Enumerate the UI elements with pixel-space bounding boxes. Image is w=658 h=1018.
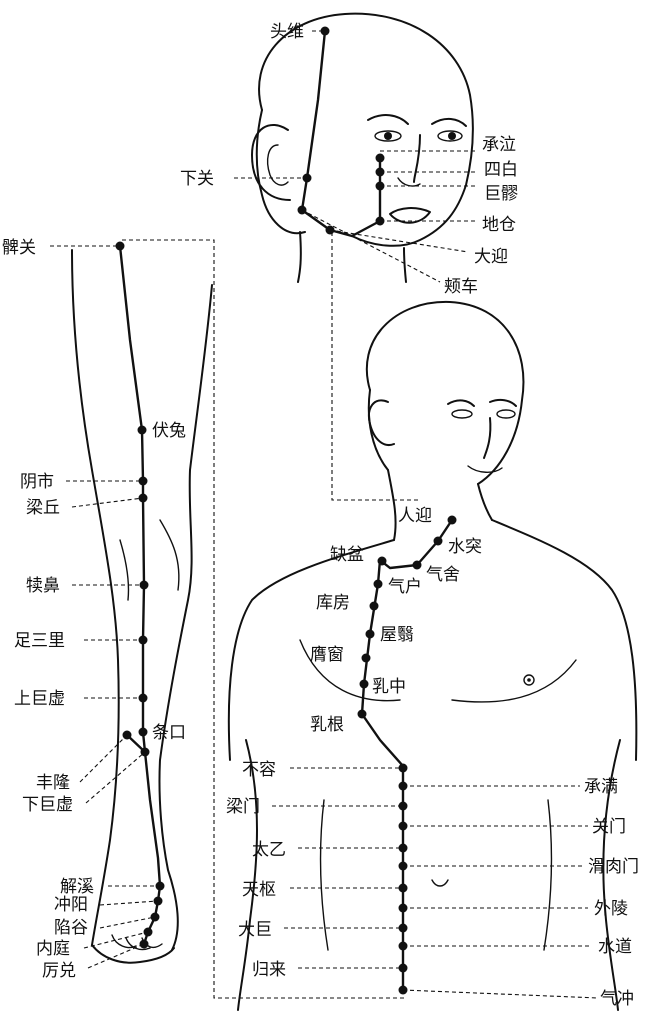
point-liangmen [398, 801, 408, 811]
label-guilai: 归来 [252, 960, 286, 980]
point-kufang [369, 601, 379, 611]
label-huaroumen: 滑肉门 [588, 857, 639, 877]
label-dicang: 地仓 [482, 215, 516, 235]
leg-outline [71, 249, 213, 964]
point-yinshi [138, 476, 148, 486]
label-xiajuxu: 下巨虚 [22, 795, 73, 815]
label-juliao: 巨髎 [484, 184, 518, 204]
torso-outline [227, 300, 638, 1011]
label-liangqiu: 梁丘 [26, 498, 60, 518]
point-lidui [139, 939, 149, 949]
point-shuitu [433, 536, 443, 546]
label-chengqi: 承泣 [482, 135, 516, 155]
point-ruzhong [359, 679, 369, 689]
point-touwei [320, 26, 330, 36]
label-guanmen: 关门 [592, 817, 626, 837]
label-neiting: 内庭 [36, 939, 70, 959]
point-guilai [398, 963, 408, 973]
label-shuidao: 水道 [598, 937, 632, 957]
point-daju [398, 923, 408, 933]
label-tiaokou: 条口 [152, 723, 186, 743]
label-shangjuxu: 上巨虚 [14, 689, 65, 709]
point-futu [137, 425, 147, 435]
point-tiaokou [138, 727, 148, 737]
label-jiexi: 解溪 [60, 877, 94, 897]
label-qihu: 气户 [388, 577, 422, 597]
label-touwei: 头维 [270, 22, 304, 42]
point-biguan [115, 241, 125, 251]
label-burong: 不容 [242, 760, 276, 780]
label-fenglong: 丰隆 [36, 773, 70, 793]
label-dubi: 犊鼻 [26, 576, 60, 596]
label-liangmen: 梁门 [226, 797, 260, 817]
point-wuyi [365, 629, 375, 639]
label-wuyi: 屋翳 [380, 625, 414, 645]
label-chengman: 承满 [584, 777, 618, 797]
label-futu: 伏兔 [152, 421, 186, 441]
point-qishe [412, 560, 422, 570]
label-zusanli: 足三里 [14, 631, 65, 651]
label-lidui: 厉兑 [42, 961, 76, 981]
label-yingchuang: 膺窗 [310, 645, 344, 665]
label-daying: 大迎 [474, 247, 508, 267]
label-kufang: 库房 [316, 593, 350, 613]
point-labels: 头维 下关 承泣 四白 巨髎 地仓 大迎 颊车 髀关 伏兔 阴市 梁丘 犊鼻 足… [2, 22, 639, 1009]
label-wailing: 外陵 [594, 899, 628, 919]
label-daju: 大巨 [238, 920, 272, 940]
point-yingchuang [361, 653, 371, 663]
label-rugen: 乳根 [310, 715, 344, 735]
point-qihu [373, 579, 383, 589]
point-quepen [377, 556, 387, 566]
label-qishe: 气舍 [426, 565, 460, 585]
head-outline [251, 12, 474, 283]
acupoints [115, 26, 457, 995]
label-shuitu: 水突 [448, 537, 482, 557]
label-yinshi: 阴市 [20, 472, 54, 492]
connector-lines [122, 232, 418, 999]
point-taiyi [398, 843, 408, 853]
label-qichong: 气冲 [600, 989, 634, 1009]
label-sibai: 四白 [484, 160, 518, 180]
label-biguan: 髀关 [2, 238, 36, 258]
label-xiaguan: 下关 [180, 169, 214, 189]
label-jiache: 颊车 [444, 277, 478, 297]
point-rugen [357, 709, 367, 719]
label-xiangu: 陷谷 [54, 918, 88, 938]
label-quepen: 缺盆 [330, 545, 364, 565]
leader-lines [50, 30, 599, 999]
label-tianshu: 天枢 [242, 880, 276, 900]
label-chongyang: 冲阳 [54, 895, 88, 915]
point-renying [447, 515, 457, 525]
label-taiyi: 太乙 [252, 840, 286, 860]
label-ruzhong: 乳中 [372, 677, 406, 697]
label-renying: 人迎 [398, 506, 432, 526]
point-chengqi [375, 153, 385, 163]
